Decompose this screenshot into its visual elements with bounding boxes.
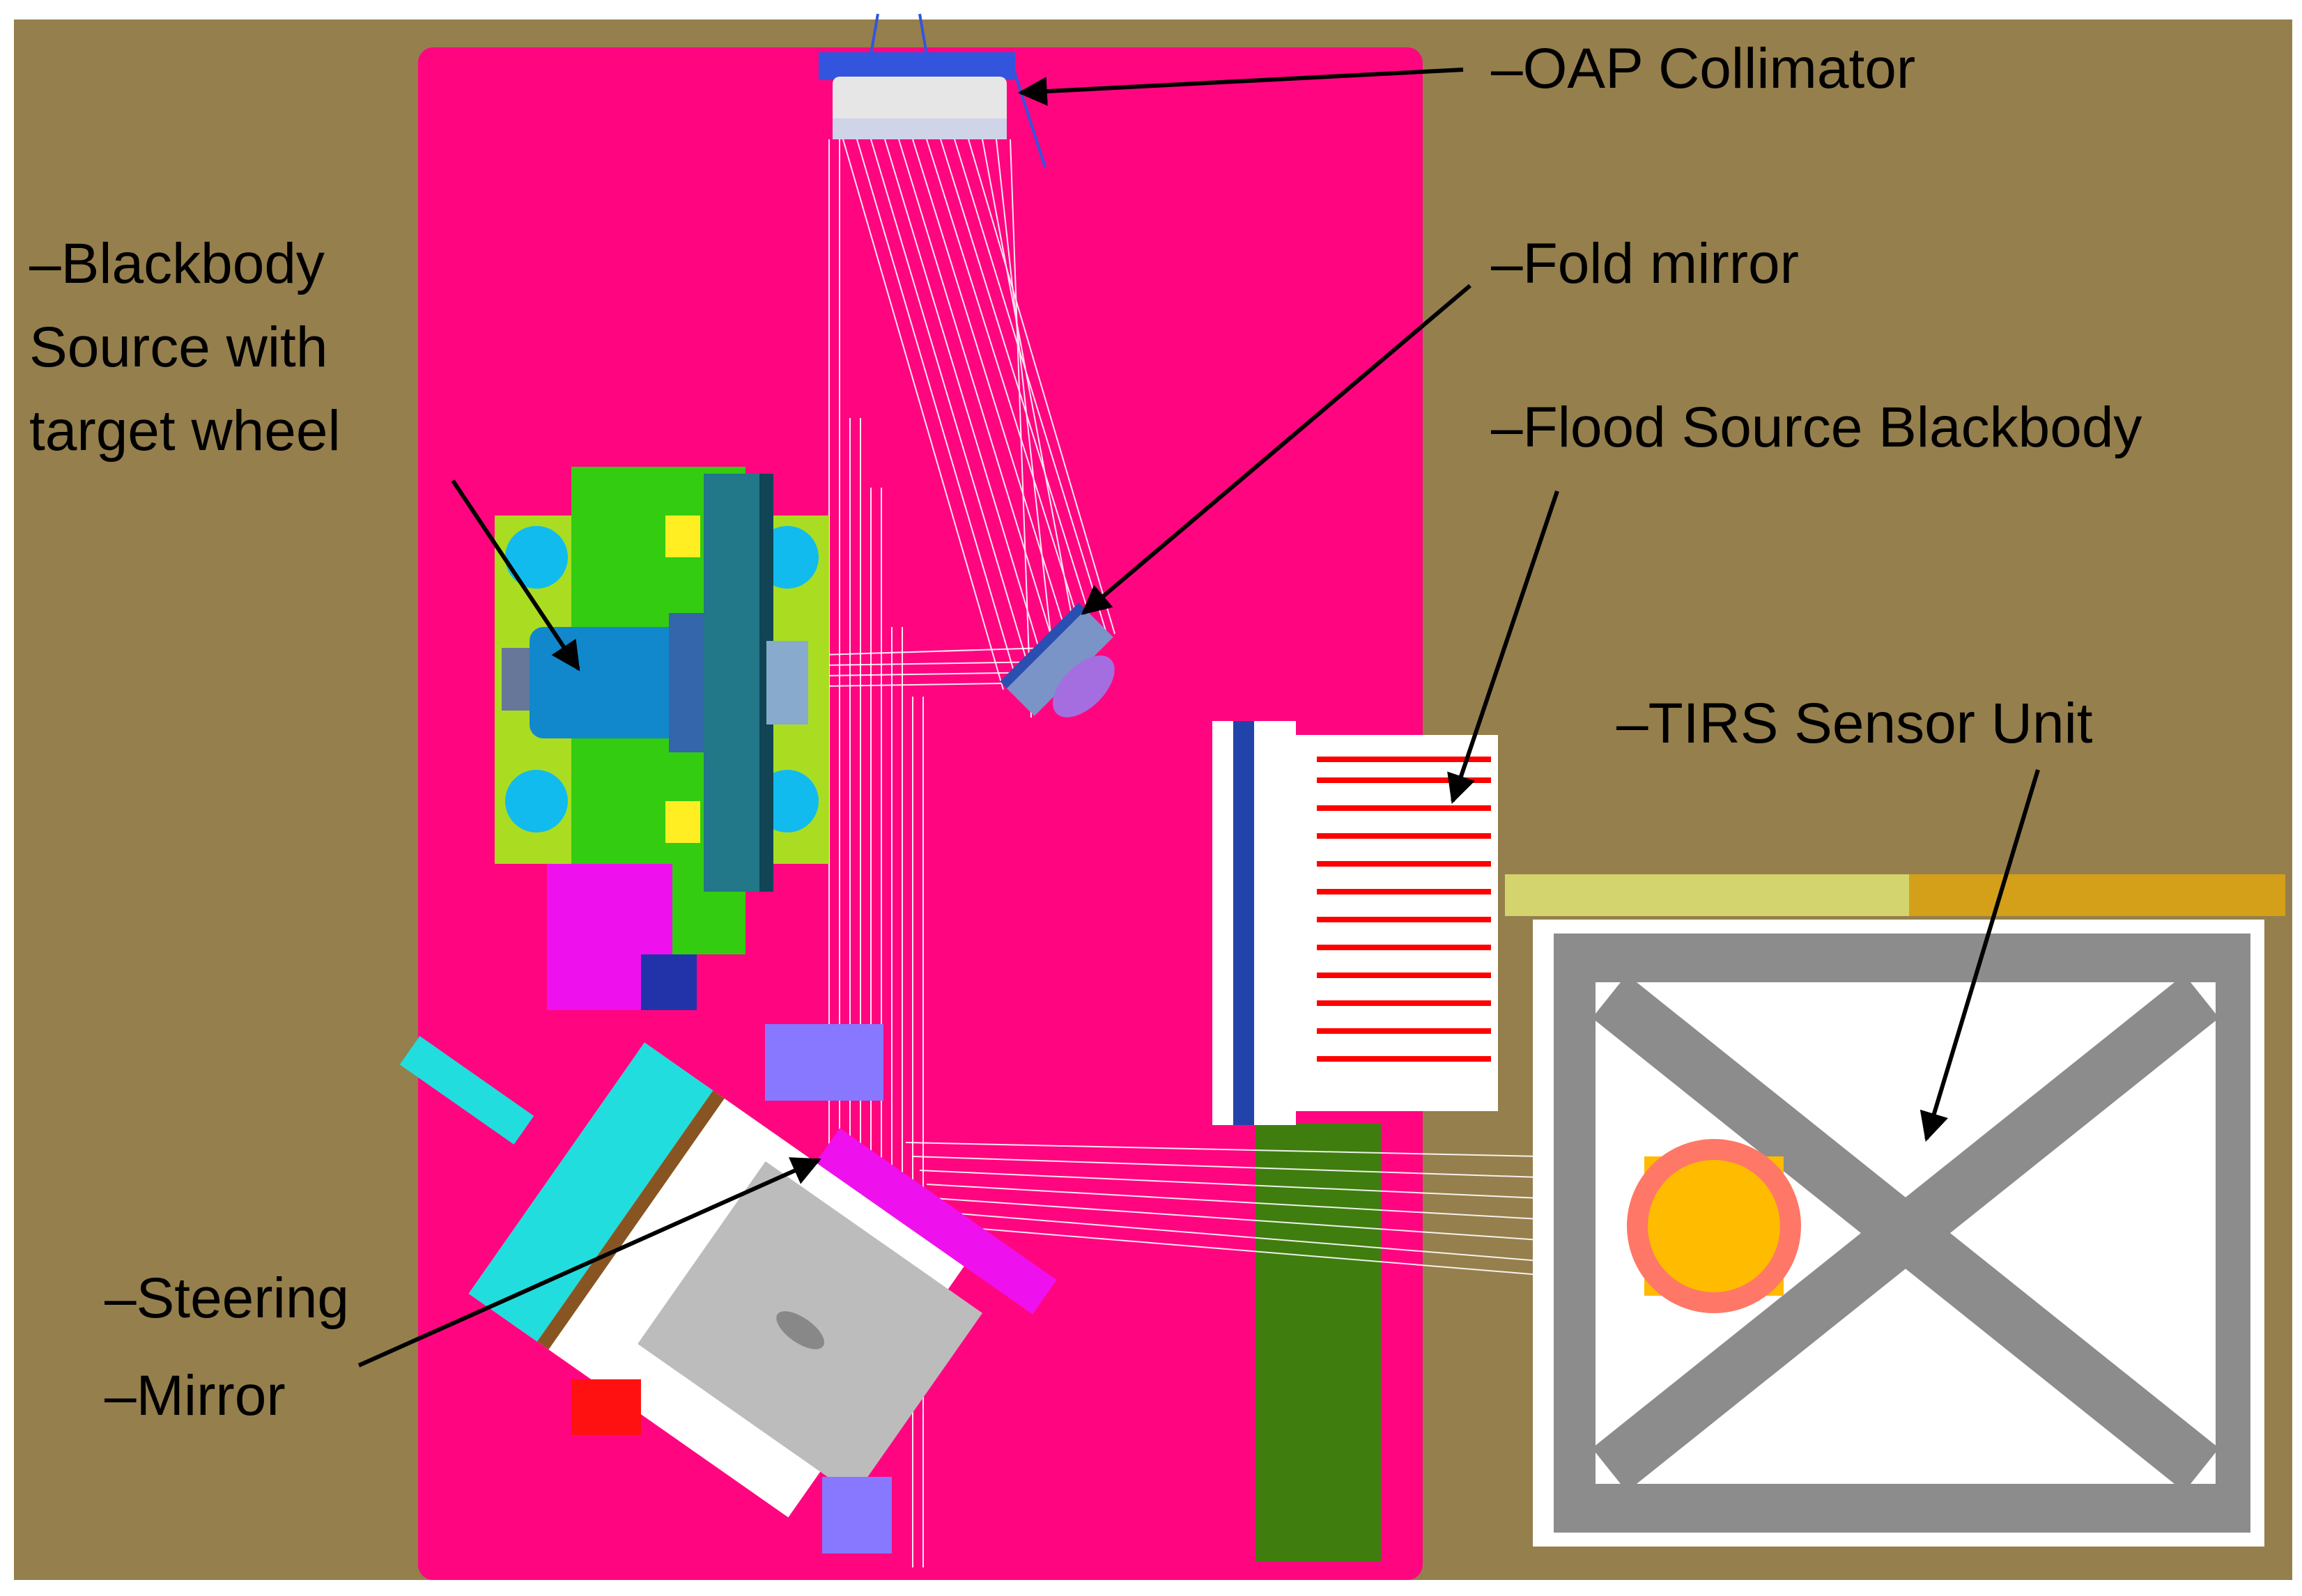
steering-mirror-assembly <box>399 1024 1057 1554</box>
label-blackbody-line1: –Blackbody <box>29 232 325 295</box>
label-steering: –Steering <box>105 1266 350 1330</box>
label-mirror: –Mirror <box>105 1364 286 1427</box>
annotation-arrows <box>357 68 2040 1368</box>
label-blackbody-line3: target wheel <box>29 399 341 463</box>
green-support-plate <box>1256 1123 1381 1562</box>
tirs-sensor-unit <box>1505 874 2285 1547</box>
flood-source-blackbody <box>1212 721 1498 1125</box>
arrow-oap-collimator <box>1017 68 1464 107</box>
arrow-tirs-sensor-unit <box>1919 769 2040 1142</box>
ray-bundle-steering-to-tirs <box>905 1142 1540 1276</box>
oap-collimator <box>819 13 1046 168</box>
arrow-fold-mirror <box>1081 284 1471 615</box>
label-oap-collimator: –OAP Collimator <box>1491 37 1916 100</box>
arrow-steering-mirror <box>357 1157 821 1368</box>
arrow-flood-source <box>1447 490 1559 804</box>
label-fold-mirror: –Fold mirror <box>1491 232 1799 295</box>
label-blackbody-line2: Source with <box>29 316 328 379</box>
ray-bundle-collimator-to-fold <box>842 139 1115 718</box>
arrow-blackbody-source <box>451 479 580 672</box>
blackbody-source-assembly <box>495 467 829 1010</box>
label-flood-source-blackbody: –Flood Source Blackbody <box>1491 396 2142 459</box>
label-tirs-sensor-unit: –TIRS Sensor Unit <box>1616 692 2093 755</box>
fold-mirror <box>1000 603 1115 718</box>
